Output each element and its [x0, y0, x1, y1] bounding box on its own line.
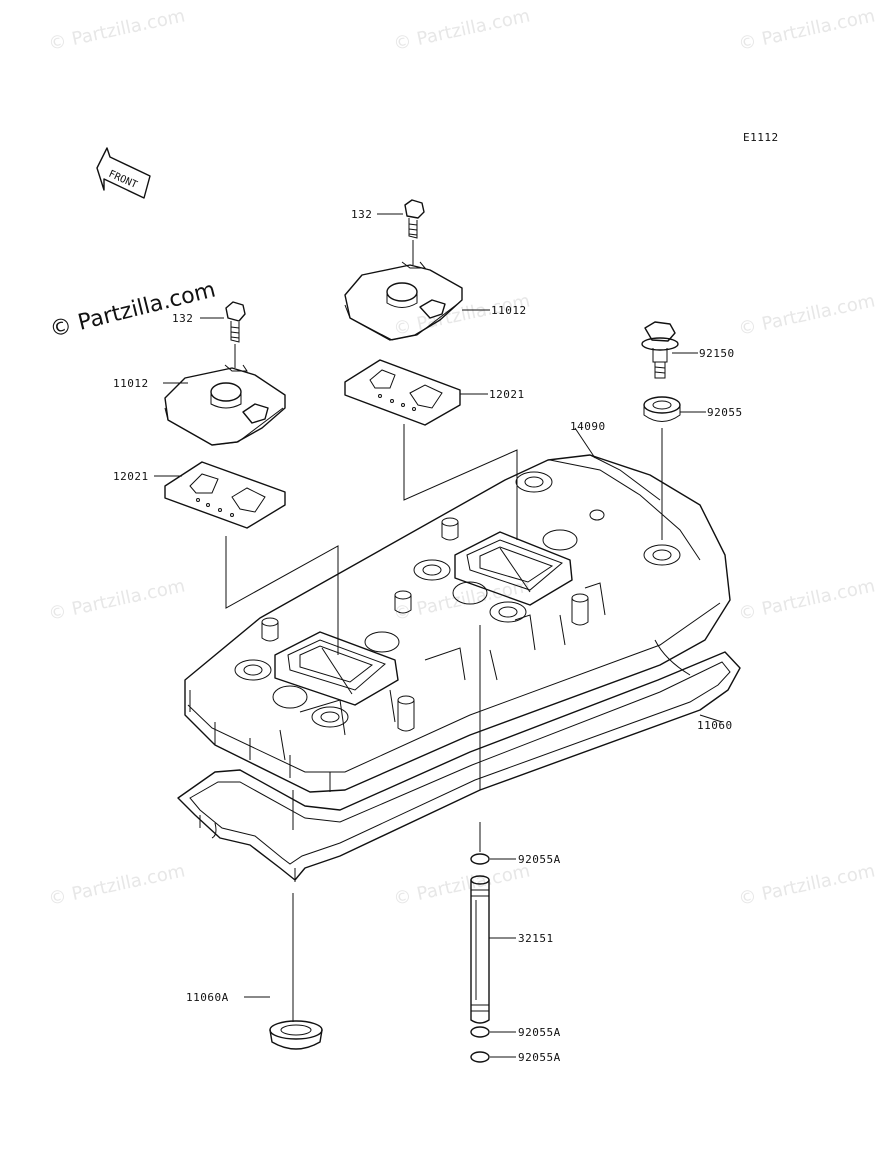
watermark: © Partzilla.com [392, 5, 532, 54]
label-92150: 92150 [699, 347, 735, 360]
cap-11012-left [164, 364, 286, 446]
label-92055A-2: 92055A [518, 1026, 561, 1039]
watermark: © Partzilla.com [737, 575, 877, 624]
watermark: © Partzilla.com [392, 860, 532, 909]
watermark: © Partzilla.com [47, 575, 187, 624]
label-11060: 11060 [697, 719, 733, 732]
alignment-line [403, 424, 518, 540]
cap-11012-top [344, 261, 463, 341]
gasket-12021-left [164, 461, 286, 529]
gasket-11060 [177, 639, 741, 882]
label-12021-top: 12021 [489, 388, 525, 401]
oring-92055A-2 [470, 1026, 490, 1038]
label-92055A-3: 92055A [518, 1051, 561, 1064]
label-132-left: 132 [172, 312, 193, 325]
watermark: © Partzilla.com [737, 5, 877, 54]
oring-92055A-1 [470, 853, 490, 865]
bolt-92150 [641, 321, 679, 379]
gasket-12021-top [344, 359, 461, 426]
bolt-132-top [404, 199, 425, 265]
label-11060A: 11060A [186, 991, 229, 1004]
label-12021-left: 12021 [113, 470, 149, 483]
cover-14090 [184, 454, 731, 793]
oring-92055A-3 [470, 1051, 490, 1063]
washer-92055 [643, 396, 681, 422]
watermark: © Partzilla.com [47, 5, 187, 54]
alignment-line [225, 536, 339, 655]
watermark: © Partzilla.com [737, 290, 877, 339]
label-92055A-1: 92055A [518, 853, 561, 866]
leader-line [574, 427, 596, 459]
front-arrow-icon: FRONT [96, 147, 151, 199]
label-14090: 14090 [570, 420, 606, 433]
watermark: © Partzilla.com [737, 860, 877, 909]
watermark: © Partzilla.com [47, 860, 187, 909]
diagram-code: E1112 [743, 131, 779, 144]
label-92055: 92055 [707, 406, 743, 419]
watermark-main: © Partzilla.com [47, 277, 218, 342]
leader-line [699, 714, 723, 723]
seal-11060A [269, 1020, 323, 1050]
label-11012-left: 11012 [113, 377, 149, 390]
label-32151: 32151 [518, 932, 554, 945]
pipe-32151 [470, 875, 490, 1024]
bolt-132-left [225, 301, 246, 368]
label-11012-top: 11012 [491, 304, 527, 317]
label-132-top: 132 [351, 208, 372, 221]
